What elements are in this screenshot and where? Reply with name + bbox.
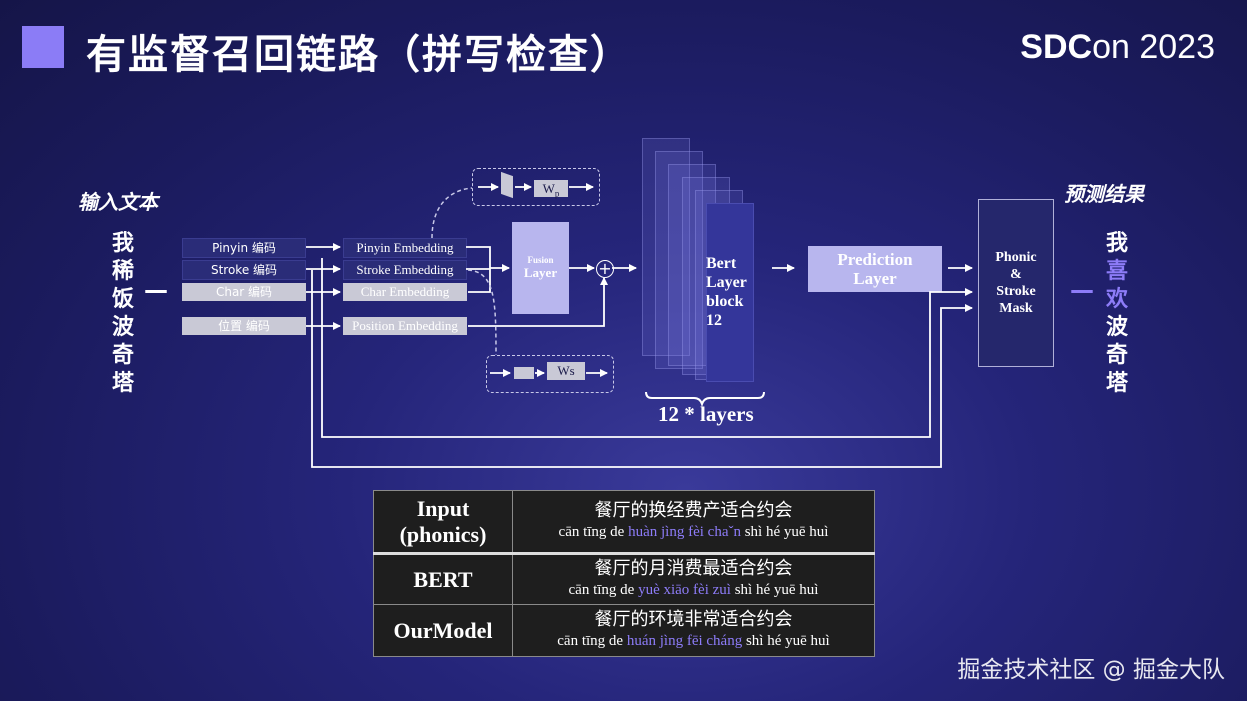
- pinyin-suffix: shì hé yuē huì: [730, 582, 819, 598]
- row-body: 餐厅的换经费产适合约会 cān tīng de huàn jìng fèi ch…: [512, 490, 875, 554]
- conference-logo-rest: on 2023: [1092, 28, 1215, 66]
- row-pinyin-text: cān tīng de huàn jìng fèi chaˇn shì hé y…: [513, 523, 874, 544]
- table-row: Input (phonics) 餐厅的换经费产适合约会 cān tīng de …: [373, 490, 875, 554]
- char-encoding-box: Char 编码: [182, 283, 306, 301]
- pinyin-suffix: shì hé yuē huì: [742, 633, 830, 649]
- table-row: BERT 餐厅的月消费最适合约会 cān tīng de yuè xiāo fè…: [373, 552, 875, 605]
- row-head-ourmodel: OurModel: [373, 604, 513, 657]
- input-char: 我: [112, 231, 135, 256]
- row-pinyin-text: cān tīng de yuè xiāo fèi zuì shì hé yuē …: [513, 581, 874, 602]
- output-char-corrected: 欢: [1106, 287, 1129, 312]
- row-body: 餐厅的环境非常适合约会 cān tīng de huán jìng fēi ch…: [512, 604, 875, 657]
- prediction-label-line2: Layer: [853, 269, 897, 288]
- prediction-result-label: 预测结果: [1064, 182, 1144, 206]
- ws-input-matrix: [514, 367, 534, 379]
- pinyin-highlight: huán jìng fēi cháng: [626, 633, 743, 649]
- input-char: 塔: [112, 371, 135, 396]
- conference-logo: SDCon 2023: [1020, 28, 1215, 67]
- pinyin-prefix: cān tīng de: [558, 524, 629, 540]
- pinyin-embedding-box: Pinyin Embedding: [343, 238, 467, 258]
- output-dash: —: [1070, 276, 1094, 304]
- wp-weight-box: Wp: [534, 180, 568, 199]
- output-char: 塔: [1106, 371, 1129, 396]
- input-char: 饭: [112, 287, 135, 312]
- row-head-input: Input (phonics): [373, 490, 513, 554]
- position-encoding-box: 位置 编码: [182, 317, 306, 335]
- mask-label-line: Stroke: [996, 284, 1036, 299]
- row-chinese-text: 餐厅的换经费产适合约会: [594, 500, 793, 521]
- pinyin-suffix: shì hé yuē huì: [740, 524, 829, 540]
- conference-logo-bold: SDC: [1020, 28, 1093, 66]
- row-chinese-text: 餐厅的环境非常适合约会: [594, 609, 793, 630]
- output-char: 波: [1106, 315, 1129, 340]
- mask-label-line: Phonic: [995, 250, 1037, 265]
- pinyin-prefix: cān tīng de: [557, 633, 627, 649]
- fusion-layer-box: Fusion Layer: [512, 222, 569, 314]
- output-char-corrected: 喜: [1106, 259, 1129, 284]
- prediction-label-line1: Prediction: [837, 250, 913, 269]
- watermark: 掘金技术社区 @ 掘金大队: [957, 657, 1225, 683]
- input-char: 稀: [112, 259, 135, 284]
- input-char: 波: [112, 315, 135, 340]
- stroke-embedding-box: Stroke Embedding: [343, 260, 467, 280]
- pinyin-highlight: huàn jìng fèi chaˇn: [628, 524, 741, 540]
- mask-label-line: Mask: [999, 301, 1033, 316]
- input-dash: —: [144, 276, 168, 304]
- bert-layer-front: [706, 203, 754, 382]
- bert-label-line: Bert: [706, 255, 737, 272]
- title-accent-square: [22, 26, 64, 68]
- pinyin-encoding-box: Pinyin 编码: [182, 238, 306, 258]
- pinyin-prefix: cān tīng de: [568, 582, 639, 598]
- input-text-label: 输入文本: [78, 190, 158, 214]
- bert-layer-back: [655, 151, 703, 369]
- output-chars-column: 我 喜 欢 波 奇 塔: [1106, 230, 1128, 398]
- dashed-projection-links: [431, 187, 497, 356]
- ws-weight-box: Ws: [547, 362, 585, 380]
- mask-label-line: &: [1010, 267, 1022, 282]
- input-chars-column: 我 稀 饭 波 奇 塔: [112, 230, 134, 398]
- bert-label-line: Layer: [706, 274, 747, 291]
- row-head-bert: BERT: [373, 552, 513, 605]
- ws-projection-group: [486, 355, 614, 393]
- row-chinese-text: 餐厅的月消费最适合约会: [594, 558, 793, 579]
- pinyin-highlight: yuè xiāo fèi zuì: [638, 582, 731, 598]
- position-embedding-box: Position Embedding: [343, 317, 467, 335]
- phonic-stroke-mask-box: Phonic & Stroke Mask: [978, 199, 1054, 367]
- stroke-encoding-box: Stroke 编码: [182, 260, 306, 280]
- input-char: 奇: [112, 343, 135, 368]
- page-title: 有监督召回链路（拼写检查）: [86, 32, 632, 78]
- wp-projection-group: [472, 168, 600, 206]
- layers-count-label: 12 * layers: [658, 402, 754, 426]
- comparison-table: Input (phonics) 餐厅的换经费产适合约会 cān tīng de …: [373, 490, 875, 657]
- layers-brace: [645, 391, 765, 408]
- output-char: 奇: [1106, 343, 1129, 368]
- fusion-label-line2: Layer: [523, 265, 558, 280]
- row-body: 餐厅的月消费最适合约会 cān tīng de yuè xiāo fèi zuì…: [512, 552, 875, 605]
- bert-layer-back: [642, 138, 690, 356]
- char-embedding-box: Char Embedding: [343, 283, 467, 301]
- connector-lines: [306, 183, 973, 468]
- fusion-label-line1: Fusion: [527, 255, 554, 265]
- output-char: 我: [1106, 231, 1129, 256]
- bert-label-line: 12: [706, 312, 722, 329]
- bert-label-line: block: [706, 293, 744, 310]
- table-row: OurModel 餐厅的环境非常适合约会 cān tīng de huán jì…: [373, 604, 875, 657]
- prediction-layer-box: Prediction Layer: [808, 246, 942, 292]
- row-pinyin-text: cān tīng de huán jìng fēi cháng shì hé y…: [513, 632, 874, 653]
- bert-block-label: Bert Layer block 12: [706, 254, 747, 330]
